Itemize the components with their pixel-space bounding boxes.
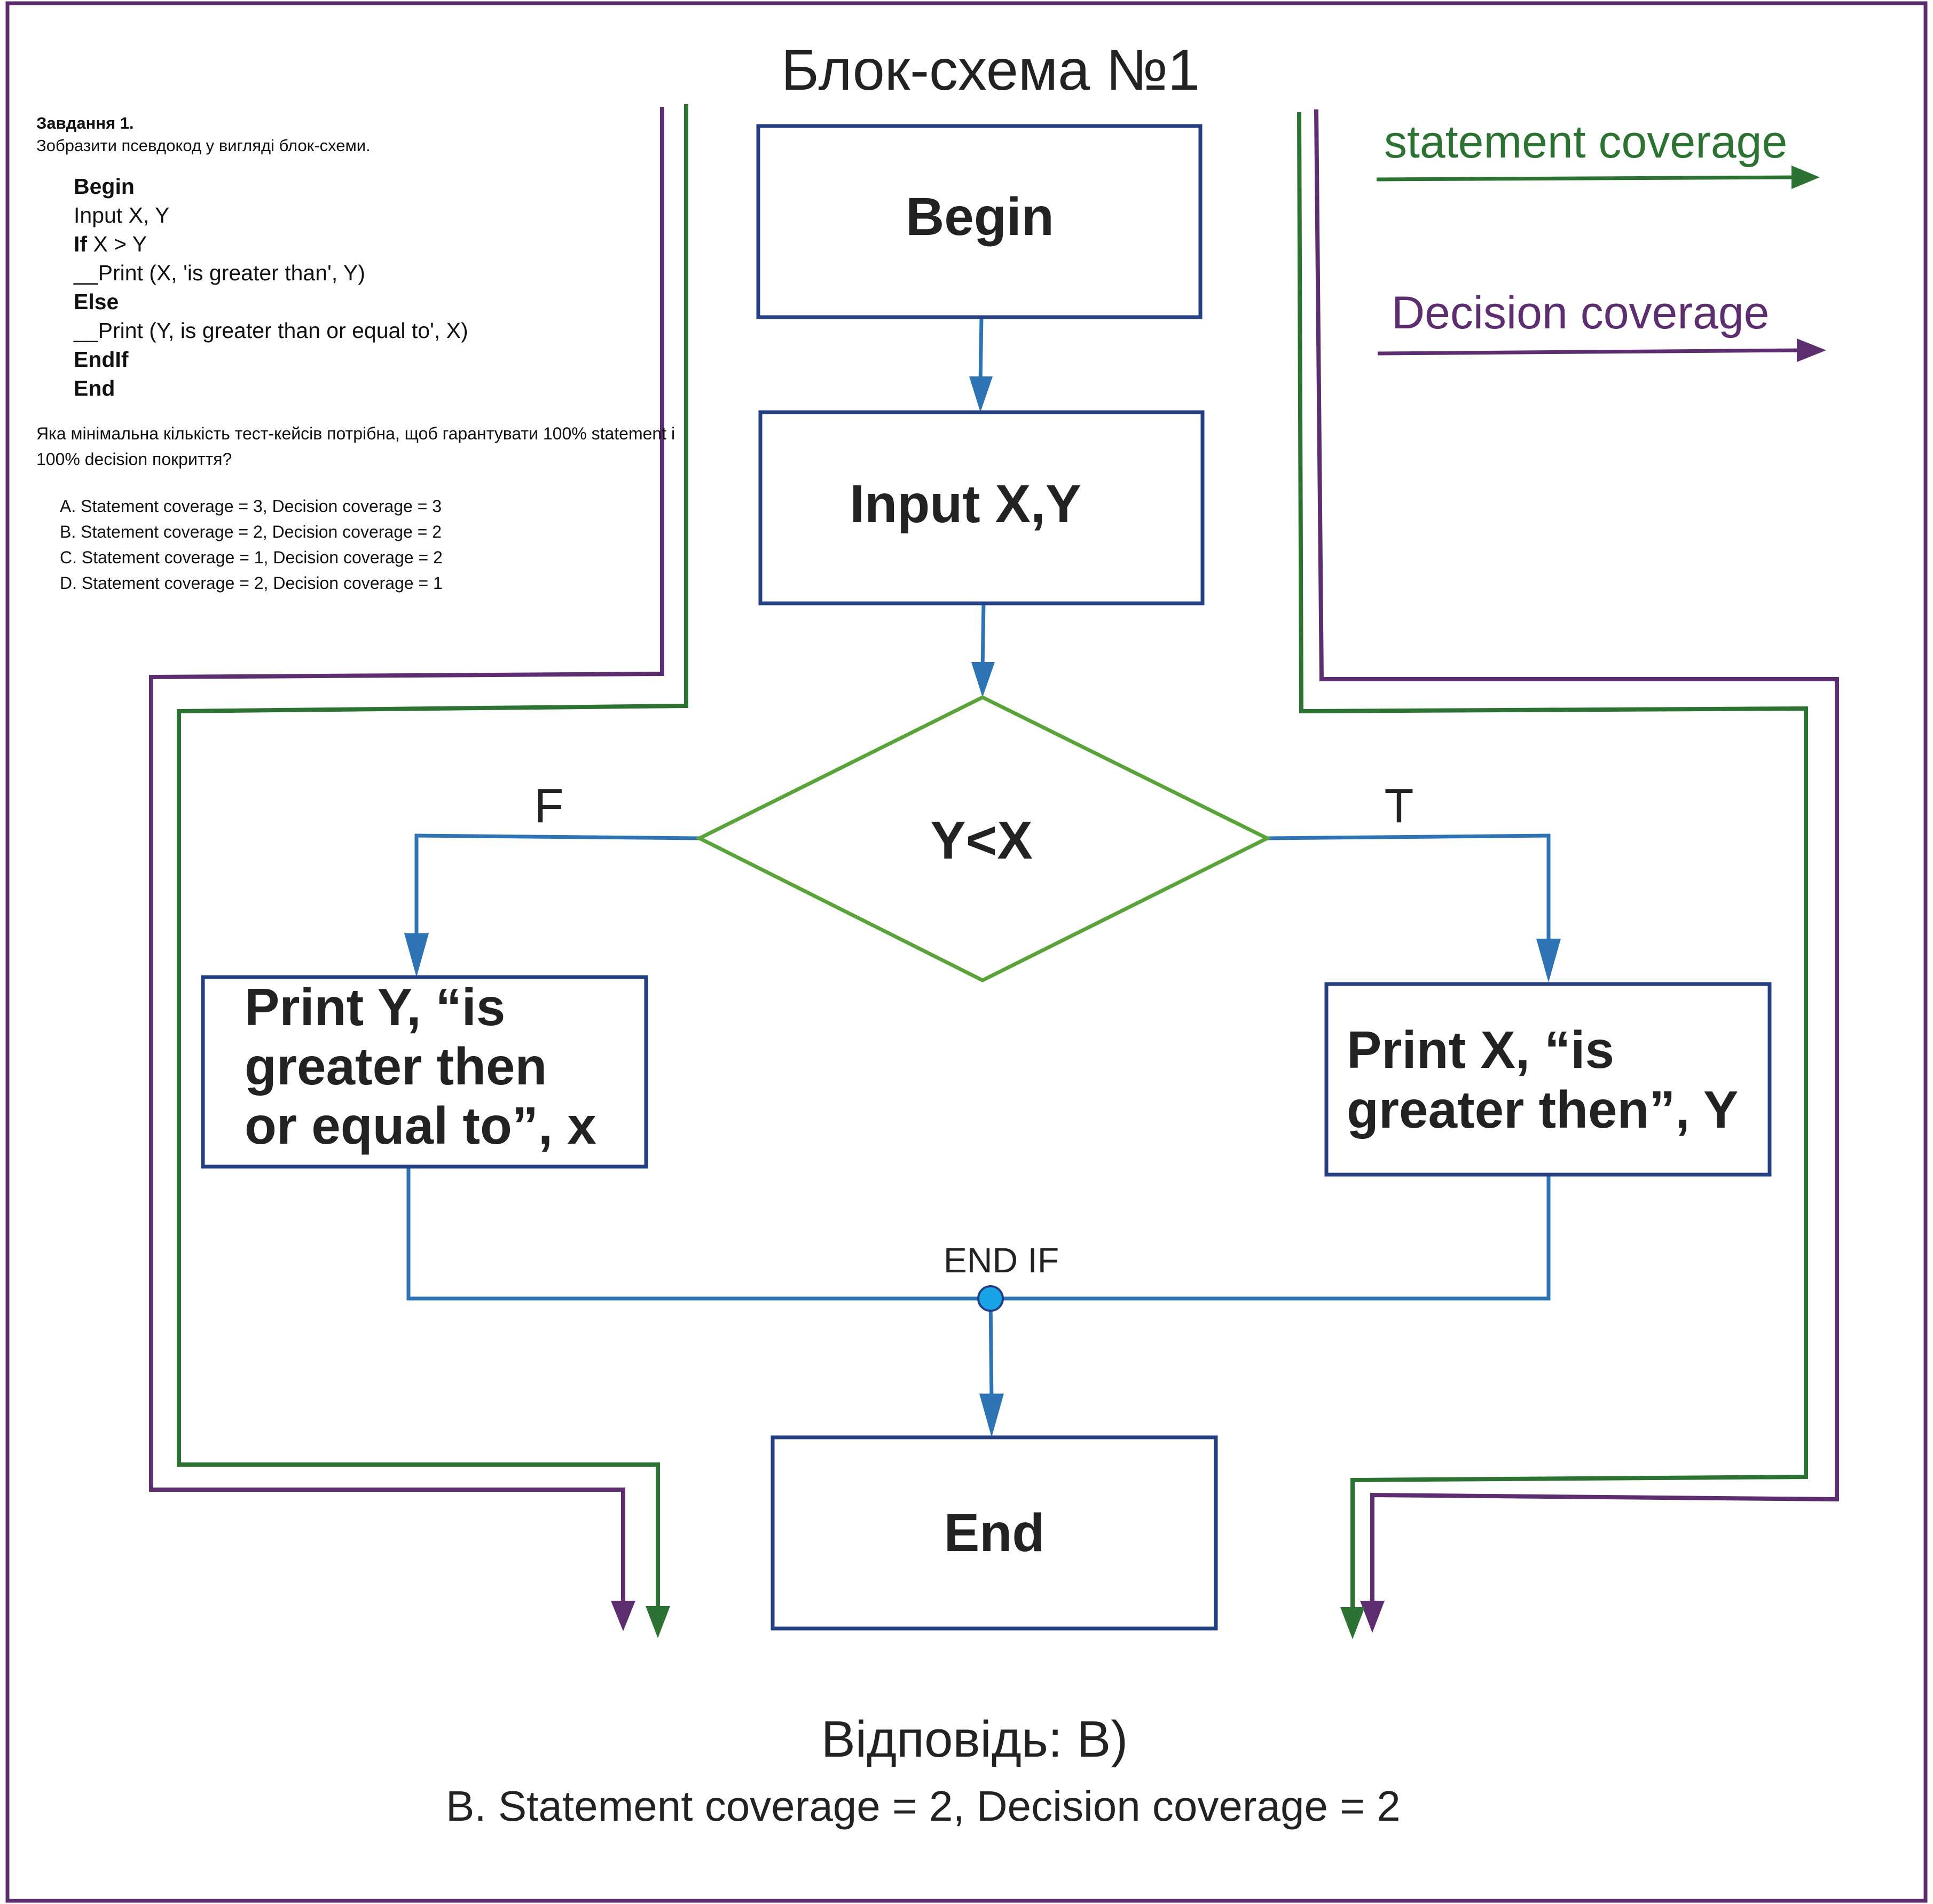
- decision-diamond: [695, 695, 1271, 982]
- answer-label: Відповідь: B): [821, 1711, 1128, 1768]
- flow-decision-true: [1267, 833, 1551, 953]
- task-title: Завдання 1.: [36, 114, 134, 132]
- legend-statement-label: statement coverage: [1384, 116, 1787, 168]
- print-false-line-2: greater then: [245, 1037, 547, 1096]
- code-line-endif: EndIf: [74, 347, 129, 372]
- branch-true-label: T: [1385, 780, 1414, 833]
- branch-false-label: F: [535, 780, 564, 833]
- merge-point-dot: [977, 1285, 1004, 1312]
- code-line-print-true: __Print (X, 'is greater than', Y): [74, 261, 365, 285]
- input-label: Input X,Y: [850, 474, 1081, 534]
- code-line-begin: Begin: [74, 174, 135, 199]
- legend-decision-line: [1377, 348, 1803, 356]
- task-subtitle: Зобразити псевдокод у вигляді блок-схеми…: [36, 136, 371, 155]
- print-true-label: Print X, “is greater then”, Y: [1347, 1020, 1738, 1139]
- pseudocode-block: Begin Input X, Y If X > Y __Print (X, 'i…: [74, 172, 677, 403]
- print-true-box: [1324, 982, 1772, 1177]
- decision-path-right: [1314, 109, 1839, 1612]
- print-true-line-2: greater then”, Y: [1347, 1080, 1738, 1139]
- decision-arrowhead-left: [611, 1601, 635, 1631]
- statement-arrowhead-right: [1340, 1607, 1365, 1639]
- legend-statement-arrowhead: [1791, 166, 1820, 189]
- code-line-input: Input X, Y: [74, 203, 170, 227]
- print-false-box: [201, 975, 648, 1169]
- flow-true-to-merge: [991, 1175, 1551, 1301]
- arrowhead-true-branch: [1536, 939, 1561, 982]
- arrowhead-merge-to-end: [979, 1394, 1004, 1437]
- code-line-print-false: __Print (Y, is greater than or equal to'…: [74, 318, 468, 343]
- code-line-if: If X > Y: [74, 230, 677, 258]
- print-false-label: Print Y, “is greater then or equal to”, …: [245, 978, 596, 1155]
- option-d: D. Statement coverage = 2, Decision cove…: [60, 573, 443, 593]
- print-false-line-3: or equal to”, x: [245, 1096, 596, 1155]
- legend-decision-label: Decision coverage: [1392, 287, 1769, 339]
- input-box: [758, 410, 1205, 605]
- print-false-line-1: Print Y, “is: [245, 978, 505, 1036]
- option-c: C. Statement coverage = 1, Decision cove…: [60, 548, 443, 567]
- task-question: Яка мінімальна кількість тест-кейсів пот…: [36, 424, 675, 469]
- decision-arrowhead-right: [1360, 1601, 1385, 1633]
- decision-path-left: [149, 107, 664, 1612]
- flow-begin-to-input: [978, 317, 984, 385]
- code-if-condition: X > Y: [87, 232, 147, 256]
- print-true-line-1: Print X, “is: [1347, 1020, 1614, 1079]
- outer-frame: [5, 1, 1928, 1903]
- flow-decision-false: [414, 833, 700, 948]
- flow-merge-to-end: [988, 1298, 994, 1401]
- flow-input-to-decision: [980, 603, 986, 671]
- arrowhead-begin-to-input: [969, 376, 993, 412]
- end-label: End: [944, 1503, 1045, 1563]
- arrowhead-input-to-decision: [971, 662, 995, 697]
- end-box: [771, 1435, 1218, 1631]
- statement-path-right: [1297, 112, 1808, 1618]
- legend-statement-line: [1376, 175, 1797, 182]
- task-panel: Завдання 1. Зобразити псевдокод у вигляд…: [36, 112, 677, 596]
- diagram-title: Блок-схема №1: [781, 37, 1200, 102]
- answer-text: B. Statement coverage = 2, Decision cove…: [446, 1782, 1401, 1830]
- code-if-keyword: If: [74, 232, 88, 256]
- answer-options: A. Statement coverage = 3, Decision cove…: [60, 493, 677, 596]
- legend-decision-arrowhead: [1797, 339, 1826, 362]
- statement-arrowhead-left: [646, 1606, 670, 1638]
- begin-label: Begin: [906, 187, 1054, 247]
- decision-label: Y<X: [930, 811, 1033, 870]
- option-a: A. Statement coverage = 3, Decision cove…: [60, 497, 442, 516]
- merge-label: END IF: [944, 1240, 1059, 1280]
- arrowhead-false-branch: [404, 933, 429, 977]
- code-line-end: End: [74, 376, 115, 400]
- code-line-else: Else: [74, 289, 119, 314]
- option-b: B. Statement coverage = 2, Decision cove…: [60, 522, 442, 541]
- begin-box: [756, 124, 1203, 319]
- flow-false-to-merge: [406, 1167, 991, 1301]
- statement-path-left: [177, 104, 688, 1618]
